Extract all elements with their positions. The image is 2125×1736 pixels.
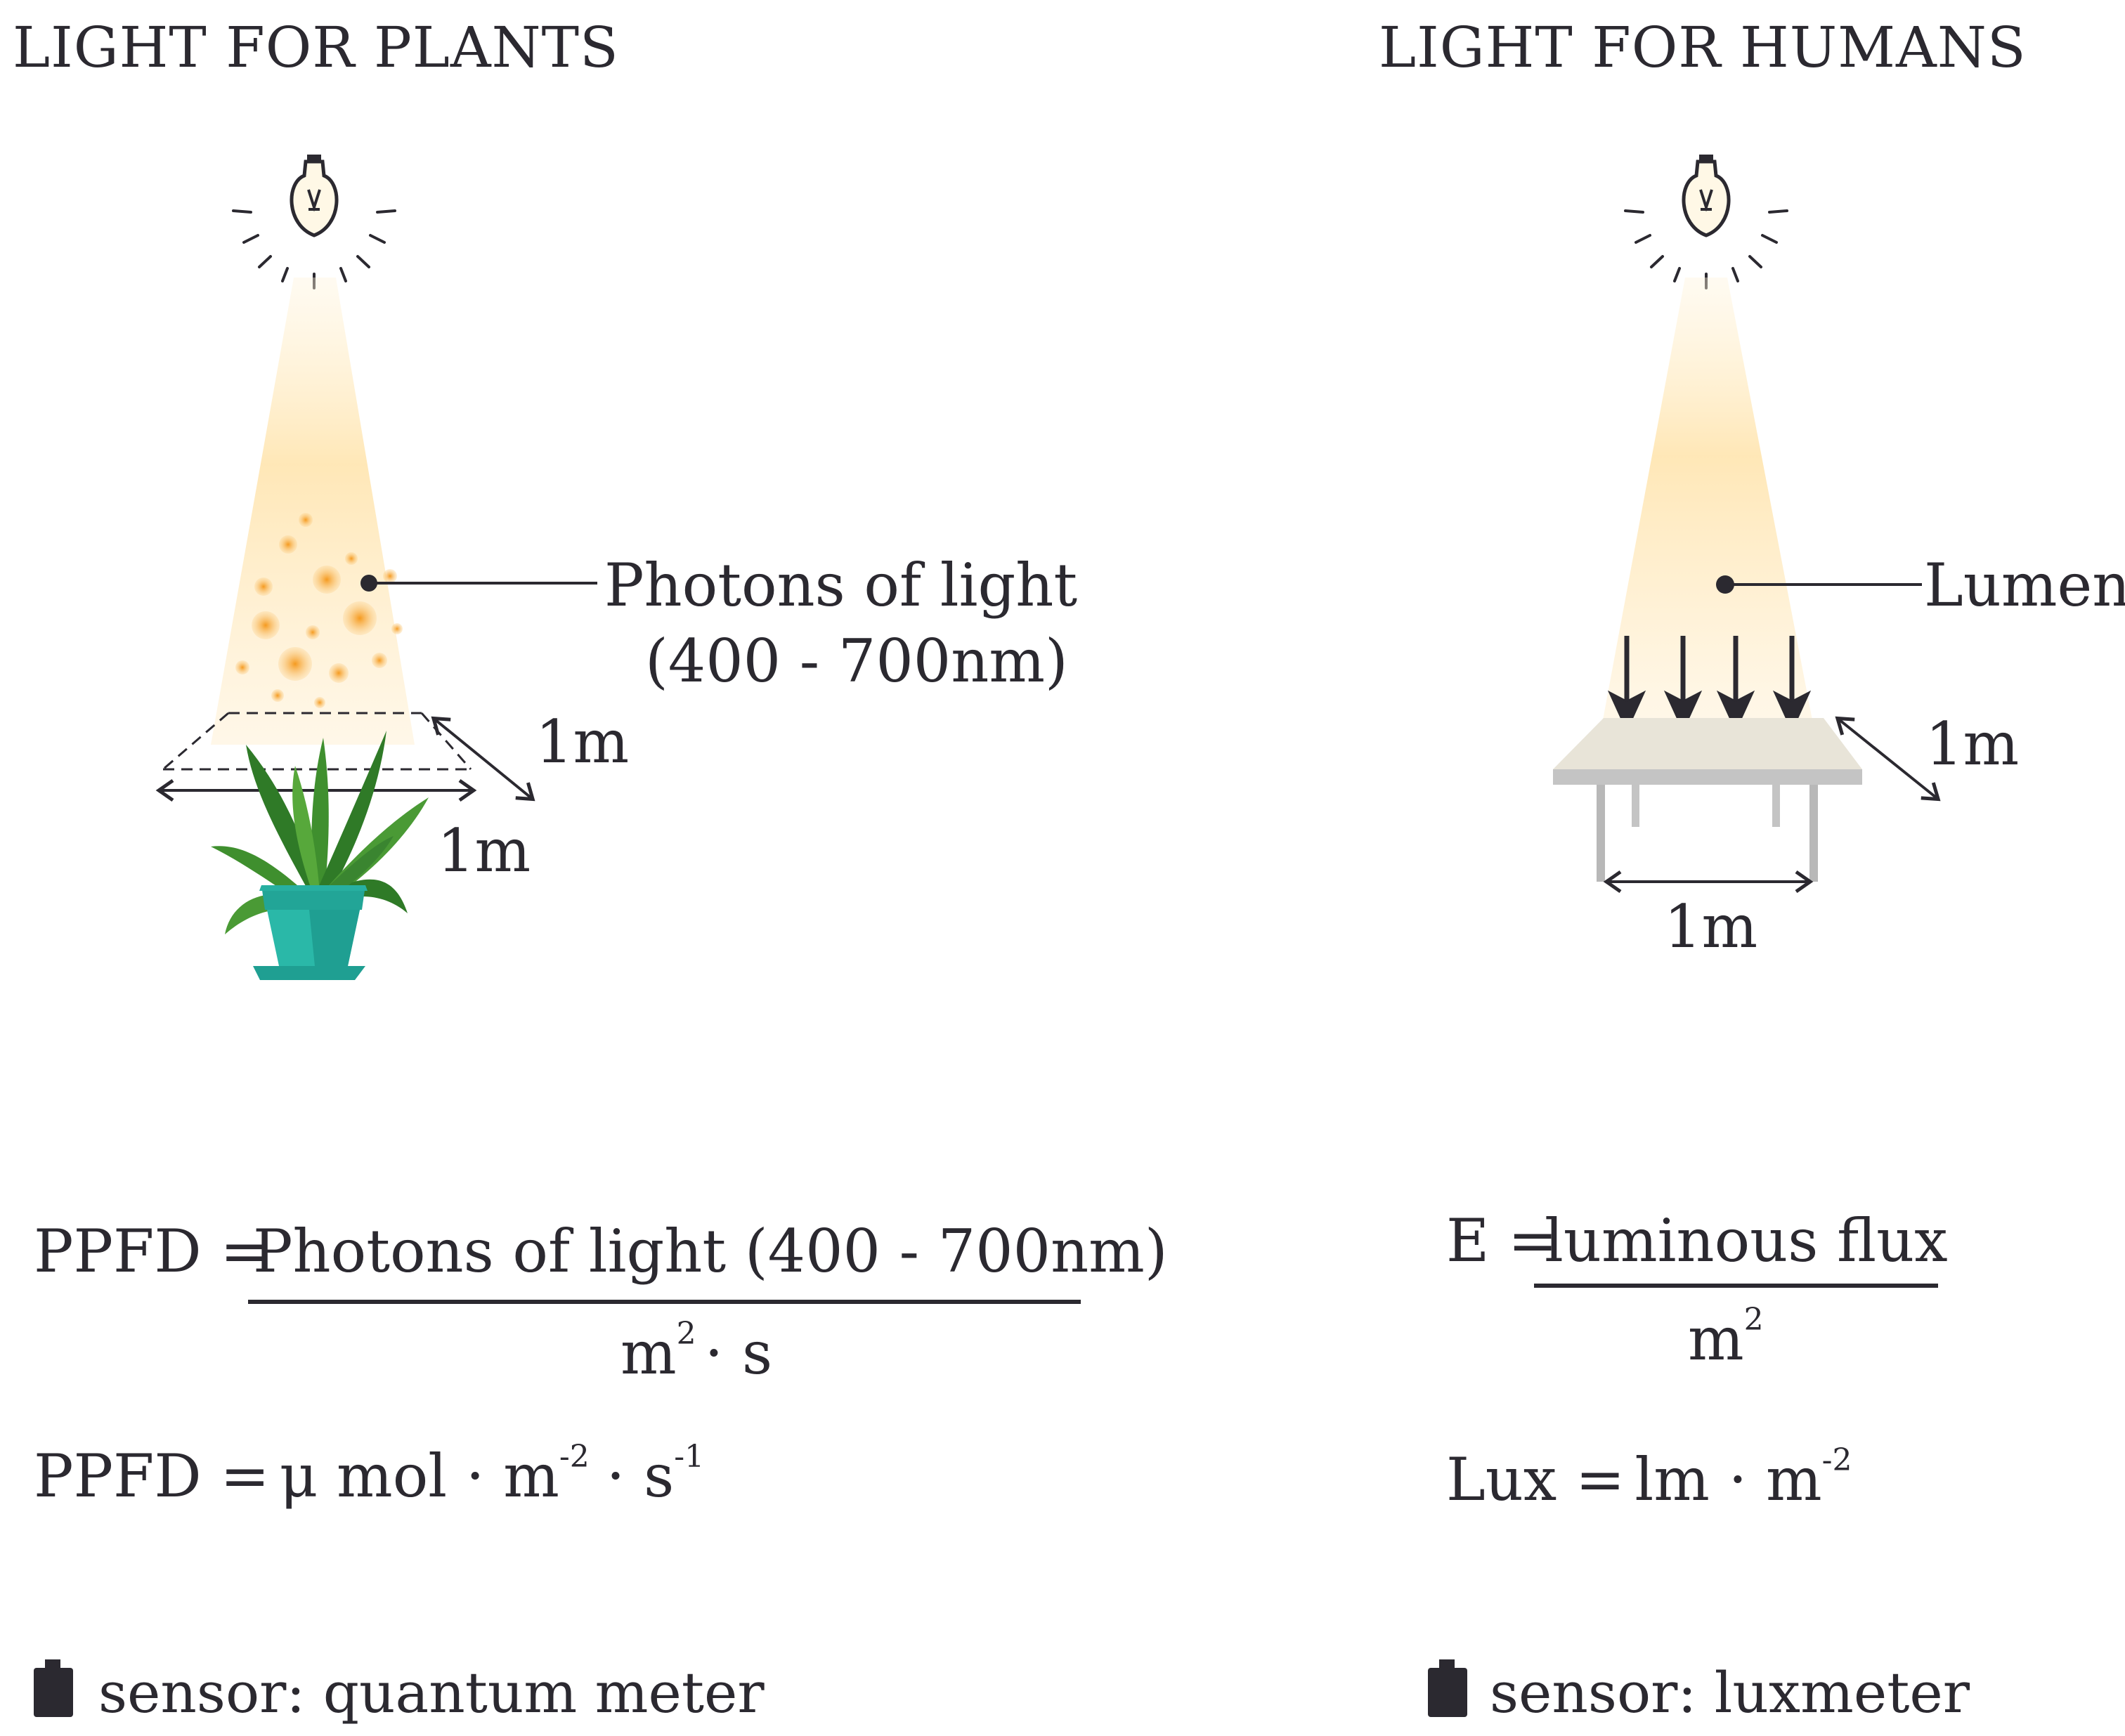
dim-width-label-right: 1m: [1664, 892, 1757, 961]
eq1-den-exp-left: 2: [677, 1316, 696, 1352]
flux-arrows: [1607, 636, 1812, 733]
eq2-exp-right: -2: [1822, 1442, 1852, 1478]
sensor-device-icon: [34, 1659, 73, 1717]
light-bulb-icon: [232, 155, 396, 289]
sensor-label-right: sensor: luxmeter: [1490, 1660, 1970, 1725]
eq1-den-exp-right: 2: [1744, 1302, 1764, 1338]
eq2-a-left: μ mol · m: [280, 1442, 559, 1510]
photons-label-range: (400 - 700nm): [645, 627, 1068, 696]
eq1-numerator-right: luminous flux: [1545, 1206, 1948, 1275]
lumen-label: Lumen: [1924, 551, 2125, 620]
svg-text:Lux =lm · m-2: Lux =lm · m-2: [1446, 1442, 1852, 1514]
dim-depth-label-right: 1m: [1925, 710, 2019, 778]
table-icon: [1553, 718, 1862, 882]
eq1-lhs-right: E =: [1446, 1206, 1557, 1275]
eq2-b-left: · s: [606, 1442, 675, 1510]
svg-text:m2· s: m2· s: [620, 1316, 772, 1388]
dim-depth-label-left: 1m: [535, 707, 629, 776]
photons-label: Photons of light: [604, 551, 1077, 620]
light-bulb-icon: [1624, 155, 1788, 289]
eq2-lhs-left: PPFD =: [34, 1442, 270, 1510]
sensor-device-icon: [1428, 1659, 1467, 1717]
eq2-lhs-right: Lux =: [1446, 1445, 1625, 1514]
eq2-a-right: lm · m: [1635, 1445, 1821, 1514]
svg-text:m2: m2: [1688, 1302, 1764, 1373]
eq2-exp2-left: -1: [674, 1439, 704, 1475]
light-beam-right: [1602, 278, 1813, 724]
svg-text:PPFD =μ mol · m-2· s-1: PPFD =μ mol · m-2 · s-1: [34, 1439, 704, 1510]
potted-plant-icon: [211, 731, 429, 980]
photons-cluster: [235, 513, 403, 708]
eq1-numerator-left: Photons of light (400 - 700nm): [253, 1217, 1168, 1286]
dim-arrow-depth-right: [1835, 716, 1941, 802]
eq1-lhs-left: PPFD =: [34, 1217, 270, 1286]
eq2-exp1-left: -2: [559, 1439, 590, 1475]
sensor-label-left: sensor: quantum meter: [98, 1660, 765, 1725]
dim-width-label-left: 1m: [437, 816, 531, 885]
dim-arrow-depth-left: [431, 716, 535, 802]
right-title: LIGHT FOR HUMANS: [1379, 15, 2027, 80]
left-title: LIGHT FOR PLANTS: [13, 15, 619, 80]
light-beam-left: [211, 278, 415, 745]
eq1-den-rest-left: · s: [705, 1319, 773, 1388]
eq1-den-m-right: m: [1688, 1305, 1744, 1373]
eq1-den-m-left: m: [620, 1319, 677, 1388]
